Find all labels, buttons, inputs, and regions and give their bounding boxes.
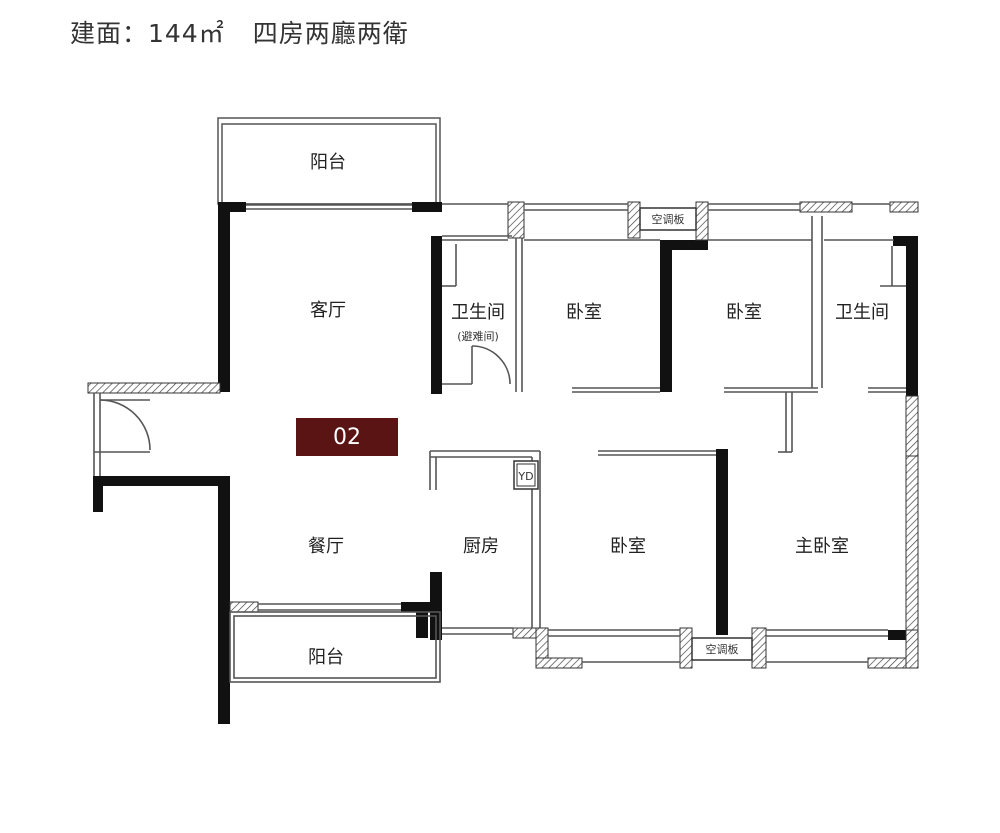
area-label: 建面：144㎡ <box>70 19 225 48</box>
bedroom-3-label: 卧室 <box>610 536 646 557</box>
ac-board-top-box <box>639 207 697 231</box>
unit-badge <box>296 418 398 456</box>
flue-box <box>513 460 539 490</box>
ac-board-bottom-box <box>691 637 753 661</box>
balcony-top-outline <box>217 117 441 205</box>
ac-board-top-label: 空调板 <box>652 212 685 226</box>
layout-label: 四房两廳两衛 <box>252 19 409 48</box>
bedroom-2-label: 卧室 <box>726 302 762 323</box>
dining-room-label: 餐厅 <box>308 536 344 557</box>
balcony-top-label: 阳台 <box>310 152 346 173</box>
bathroom-left-note: (避难间) <box>457 329 499 343</box>
bathroom-left-label: 卫生间 <box>451 302 505 323</box>
bedroom-1-label: 卧室 <box>566 302 602 323</box>
bathroom-right-label: 卫生间 <box>835 302 889 323</box>
living-room-label: 客厅 <box>310 300 346 321</box>
master-bedroom-label: 主卧室 <box>795 536 849 557</box>
unit-number: 02 <box>333 425 361 450</box>
hatched-walls <box>87 201 919 669</box>
load-bearing-walls <box>93 202 918 724</box>
balcony-bottom-label: 阳台 <box>308 647 344 668</box>
flue-label: YD <box>517 470 533 483</box>
partition-lines <box>93 203 906 683</box>
kitchen-label: 厨房 <box>463 536 499 557</box>
ac-board-bottom-label: 空调板 <box>706 642 739 656</box>
